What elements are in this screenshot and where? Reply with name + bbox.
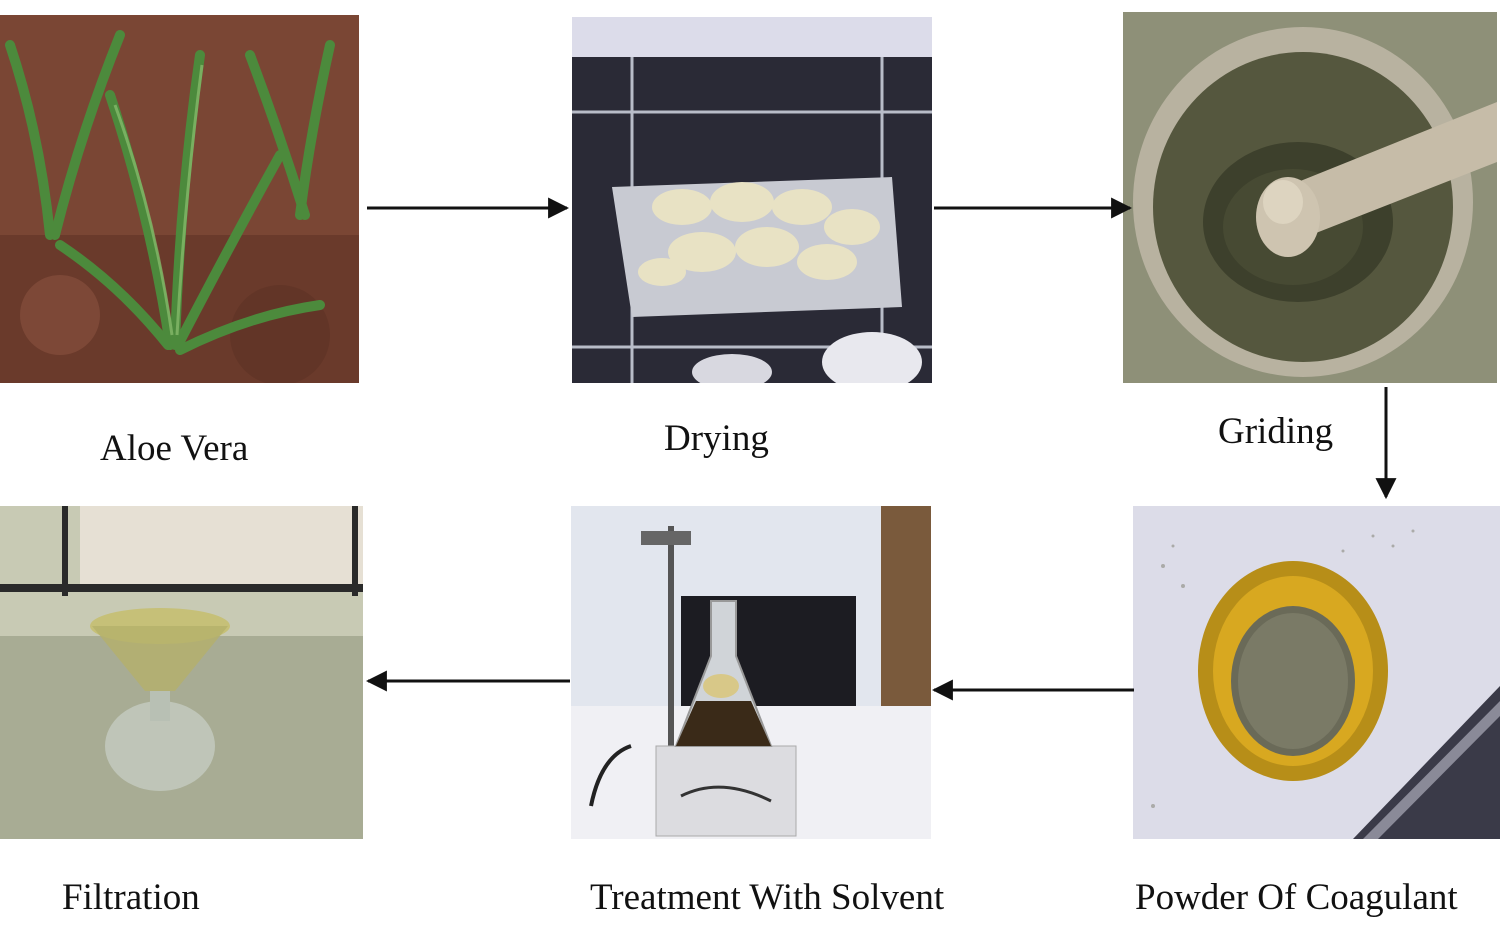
step-label-griding: Griding <box>1218 411 1334 452</box>
step-label-aloe-vera: Aloe Vera <box>100 428 249 469</box>
treatment-photo <box>571 506 931 839</box>
filtration-photo <box>0 506 363 839</box>
step-label-powder-of-coagulant: Powder Of Coagulant <box>1135 877 1458 918</box>
griding-photo <box>1123 12 1497 383</box>
drying-photo <box>572 17 932 383</box>
powder-photo <box>1133 506 1500 839</box>
step-label-drying: Drying <box>664 418 769 459</box>
step-label-treatment-with-solvent: Treatment With Solvent <box>590 877 945 918</box>
aloe-vera-photo <box>0 15 359 383</box>
step-label-filtration: Filtration <box>62 877 200 918</box>
